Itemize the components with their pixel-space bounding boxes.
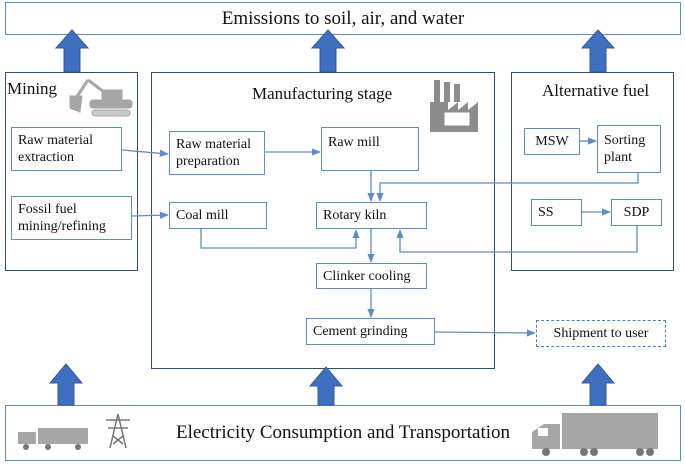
alternative-fuel-title: Alternative fuel	[542, 81, 650, 100]
electricity-transport-bar: Electricity Consumption and Transportati…	[5, 405, 681, 461]
raw-material-preparation-node: Raw material preparation	[169, 131, 265, 175]
rotary-kiln-node: Rotary kiln	[316, 202, 427, 229]
up-arrow-mining-top	[54, 29, 90, 73]
up-arrow-manufacturing-bottom	[308, 366, 344, 406]
mining-title: Mining	[7, 79, 58, 98]
clinker-cooling-node: Clinker cooling	[316, 263, 427, 289]
manufacturing-title: Manufacturing stage	[252, 84, 393, 103]
emissions-label: Emissions to soil, air, and water	[221, 7, 465, 29]
sorting-plant-node: Sorting plant	[597, 125, 661, 173]
sdp-node: SDP	[611, 199, 662, 226]
emissions-bar: Emissions to soil, air, and water	[5, 2, 681, 35]
cement-grinding-node: Cement grinding	[306, 318, 435, 345]
up-arrow-manufacturing-top	[310, 29, 346, 73]
up-arrow-altfuel-top	[580, 29, 616, 73]
raw-mill-node: Raw mill	[321, 127, 419, 171]
ss-node: SS	[531, 199, 582, 226]
raw-material-extraction-node: Raw material extraction	[11, 127, 122, 171]
shipment-node: Shipment to user	[536, 320, 666, 347]
electricity-transport-label: Electricity Consumption and Transportati…	[175, 422, 511, 443]
coal-mill-node: Coal mill	[169, 202, 267, 229]
msw-node: MSW	[524, 128, 580, 155]
fossil-fuel-node: Fossil fuel mining/refining	[11, 196, 132, 240]
up-arrow-altfuel-bottom	[580, 363, 616, 406]
up-arrow-mining-bottom	[48, 363, 84, 406]
mining-panel: Mining	[5, 72, 138, 271]
